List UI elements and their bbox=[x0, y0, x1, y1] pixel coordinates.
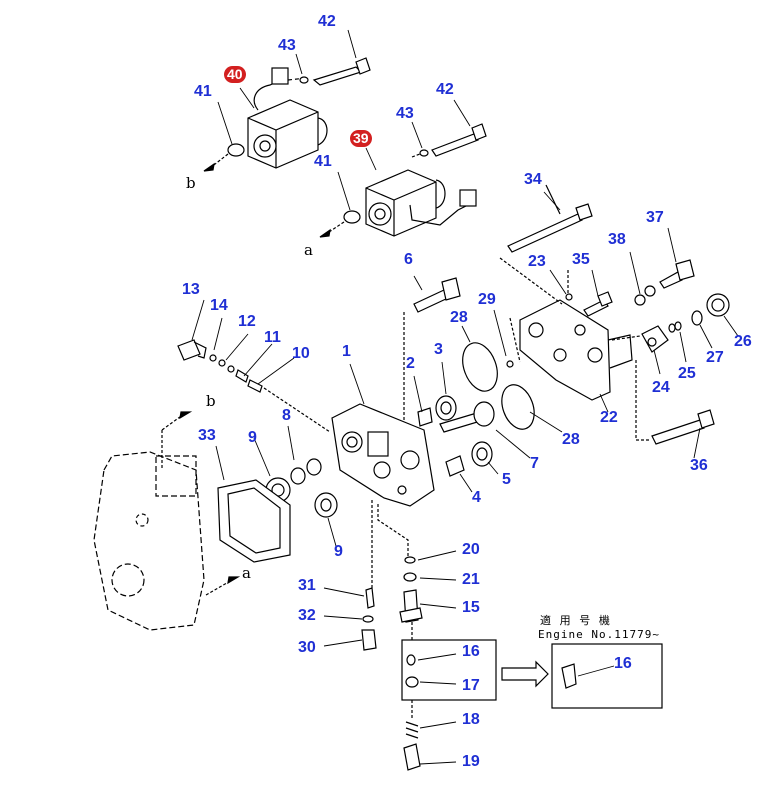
callout-40: 40 bbox=[224, 66, 246, 83]
callout-8: 8 bbox=[282, 407, 291, 424]
plug-23 bbox=[565, 293, 573, 301]
callout-22: 22 bbox=[600, 409, 618, 426]
callout-30: 30 bbox=[298, 639, 316, 656]
ref-letter-a-upper: a bbox=[304, 241, 313, 259]
callout-14: 14 bbox=[210, 297, 228, 314]
callout-1: 1 bbox=[342, 343, 351, 360]
pump-body-1 bbox=[331, 403, 435, 507]
callout-12: 12 bbox=[238, 313, 256, 330]
solenoid-valve-40 bbox=[247, 67, 328, 169]
callout-13: 13 bbox=[182, 281, 200, 298]
gear-3 bbox=[435, 395, 457, 421]
callout-18: 18 bbox=[462, 711, 480, 728]
callout-34: 34 bbox=[524, 171, 542, 188]
callout-36: 36 bbox=[690, 457, 708, 474]
callout-23: 23 bbox=[528, 253, 546, 270]
callout-11: 11 bbox=[264, 329, 281, 346]
callout-19: 19 bbox=[462, 753, 480, 770]
callout-26: 26 bbox=[734, 333, 752, 350]
callout-21: 21 bbox=[462, 571, 480, 588]
arrow-applicable bbox=[501, 660, 549, 688]
callout-42-upper: 42 bbox=[318, 13, 336, 30]
callout-35: 35 bbox=[572, 251, 590, 268]
callout-15: 15 bbox=[462, 599, 480, 616]
callout-38: 38 bbox=[608, 231, 626, 248]
callout-16-left: 16 bbox=[462, 643, 480, 660]
detail-box-right bbox=[551, 643, 663, 709]
gear-7 bbox=[473, 401, 495, 427]
solenoid-valve-39 bbox=[365, 169, 477, 237]
callout-32: 32 bbox=[298, 607, 316, 624]
detail-box-left bbox=[401, 639, 497, 701]
callout-33: 33 bbox=[198, 427, 216, 444]
callout-24: 24 bbox=[652, 379, 670, 396]
callout-41-lower: 41 bbox=[314, 153, 332, 170]
engine-serial-text: Engine No.11779~ bbox=[538, 628, 660, 641]
gear-5 bbox=[471, 441, 493, 467]
callout-7: 7 bbox=[530, 455, 539, 472]
callout-42-lower: 42 bbox=[436, 81, 454, 98]
callout-43-lower: 43 bbox=[396, 105, 414, 122]
callout-9-upper: 9 bbox=[248, 429, 257, 446]
applicable-serial-label: 適 用 号 機 bbox=[540, 614, 611, 627]
gear-housing bbox=[93, 451, 205, 631]
callout-3: 3 bbox=[434, 341, 443, 358]
o-ring-41-lower bbox=[343, 210, 361, 224]
callout-39: 39 bbox=[350, 130, 372, 147]
valve-24 bbox=[641, 325, 669, 353]
gasket-33 bbox=[217, 479, 291, 563]
callout-10: 10 bbox=[292, 345, 310, 362]
callout-41-upper: 41 bbox=[194, 83, 212, 100]
callout-9-lower: 9 bbox=[334, 543, 343, 560]
gear-9-lower bbox=[314, 492, 338, 518]
callout-17: 17 bbox=[462, 677, 480, 694]
ref-letter-b-upper: b bbox=[186, 174, 196, 192]
callout-20: 20 bbox=[462, 541, 480, 558]
callout-16-right: 16 bbox=[614, 655, 632, 672]
callout-43-upper: 43 bbox=[278, 37, 296, 54]
callout-27: 27 bbox=[706, 349, 724, 366]
callout-2: 2 bbox=[406, 355, 415, 372]
callout-31: 31 bbox=[298, 577, 316, 594]
callout-28-lower: 28 bbox=[562, 431, 580, 448]
callout-4: 4 bbox=[472, 489, 481, 506]
callout-6: 6 bbox=[404, 251, 413, 268]
callout-5: 5 bbox=[502, 471, 511, 488]
plug-26 bbox=[706, 293, 730, 317]
ref-letter-a-lower: a bbox=[242, 564, 251, 582]
rear-cover-22 bbox=[519, 299, 633, 401]
o-ring-28-lower bbox=[501, 384, 535, 430]
callout-25: 25 bbox=[678, 365, 696, 382]
callout-28-upper: 28 bbox=[450, 309, 468, 326]
callout-37: 37 bbox=[646, 209, 664, 226]
o-ring-41-upper bbox=[227, 143, 245, 157]
callout-29: 29 bbox=[478, 291, 496, 308]
o-ring-28-upper bbox=[462, 342, 498, 392]
ref-letter-b-lower: b bbox=[206, 392, 216, 410]
